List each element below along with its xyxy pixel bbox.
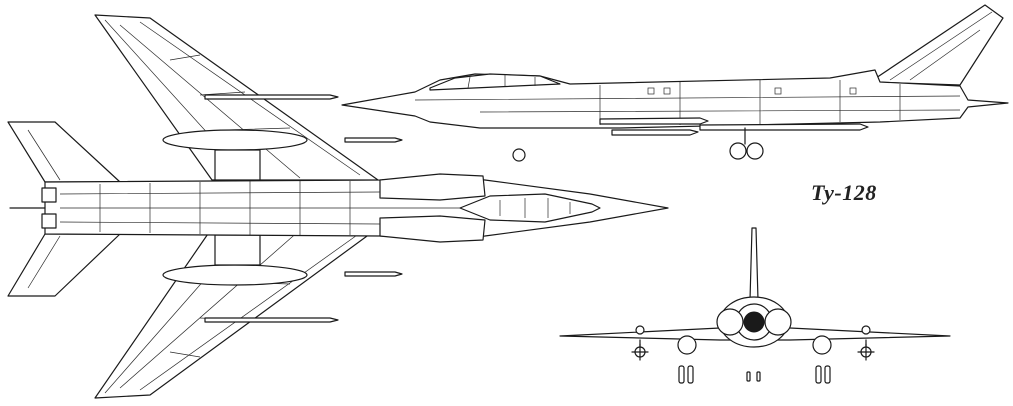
front-view <box>559 227 951 384</box>
plan-view-upper-tailplane <box>7 121 121 183</box>
plan-view-upper-pod <box>162 129 308 151</box>
plan-view-lower-pod <box>162 264 308 286</box>
side-view-fin <box>869 4 1004 86</box>
side-view-wheel <box>746 142 764 160</box>
plan-view-canopy <box>459 193 601 223</box>
side-view <box>341 4 1009 162</box>
side-view-wheel <box>729 142 747 160</box>
plan-view-lower-tailplane <box>7 233 121 297</box>
side-view-canopy <box>429 73 561 91</box>
plan-view <box>7 14 669 399</box>
front-view-fin <box>749 227 759 301</box>
side-view-nose-wheel <box>512 148 526 162</box>
aircraft-designation-label: Ty-128 <box>811 180 877 205</box>
